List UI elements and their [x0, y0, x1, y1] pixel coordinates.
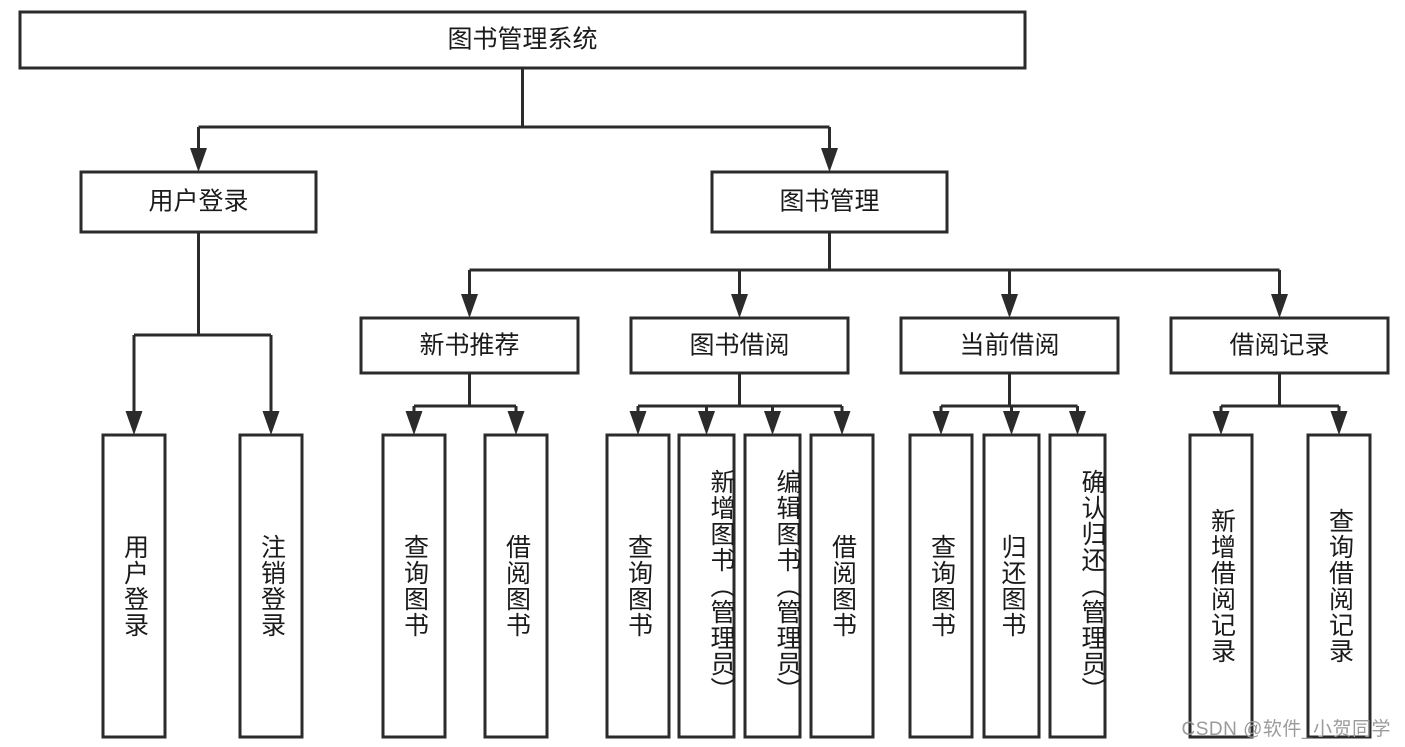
- arrowhead-borrow-to-leaf1: [629, 411, 647, 435]
- node-current-borrow-label: 当前借阅: [959, 332, 1059, 360]
- arrowhead-current-to-leaf2: [1003, 411, 1020, 435]
- node-borrow-record-box[interactable]: [1169, 316, 1390, 375]
- node-user-login-label: 用户登录: [148, 188, 248, 216]
- arrowhead-bookmgmt-to-newbook: [461, 294, 478, 318]
- node-book-management-box[interactable]: [710, 170, 949, 234]
- arrowhead-userlogin-to-leaf2: [262, 411, 280, 435]
- node-book-borrow[interactable]: 图书借阅: [629, 316, 850, 375]
- leaf-boxes-layer: [101, 433, 1372, 739]
- arrowhead-root-to-book-mgmt: [821, 148, 838, 172]
- leaf-box-confirm-return-admin[interactable]: [1048, 433, 1107, 739]
- node-book-borrow-box[interactable]: [629, 316, 850, 375]
- arrowhead-userlogin-to-leaf1: [125, 411, 143, 435]
- leaf-box-logout[interactable]: [238, 433, 304, 739]
- node-user-login[interactable]: 用户登录: [79, 170, 318, 234]
- node-user-login-box[interactable]: [79, 170, 318, 234]
- node-borrow-record-label: 借阅记录: [1229, 332, 1329, 360]
- arrowhead-borrow-to-leaf4: [833, 411, 851, 435]
- arrowhead-record-to-leaf1: [1212, 411, 1230, 435]
- arrowhead-bookmgmt-to-borrow: [731, 294, 748, 318]
- arrowhead-newbook-to-leaf2: [507, 411, 525, 435]
- leaf-box-query-book-current[interactable]: [908, 433, 974, 739]
- arrowhead-bookmgmt-to-current: [1001, 294, 1018, 318]
- arrowhead-borrow-to-leaf3: [764, 411, 781, 435]
- arrowhead-newbook-to-leaf1: [405, 411, 423, 435]
- node-borrow-record[interactable]: 借阅记录: [1169, 316, 1390, 375]
- leaf-box-return-book[interactable]: [982, 433, 1041, 739]
- leaf-box-user-login[interactable]: [101, 433, 167, 739]
- node-root-label: 图书管理系统: [447, 26, 597, 54]
- arrowhead-current-to-leaf1: [932, 411, 950, 435]
- leaf-box-add-borrow-record[interactable]: [1188, 433, 1254, 739]
- leaf-box-edit-book-admin[interactable]: [743, 433, 802, 739]
- node-root[interactable]: 图书管理系统: [18, 10, 1027, 70]
- node-book-management[interactable]: 图书管理: [710, 170, 949, 234]
- node-book-borrow-label: 图书借阅: [689, 332, 789, 360]
- node-book-management-label: 图书管理: [779, 188, 879, 216]
- leaf-box-borrow-book[interactable]: [809, 433, 875, 739]
- node-root-box[interactable]: [18, 10, 1027, 70]
- node-new-book-recommend-box[interactable]: [359, 316, 580, 375]
- arrowhead-root-to-user-login: [190, 148, 207, 172]
- node-new-book-recommend-label: 新书推荐: [419, 332, 519, 360]
- watermark-text: CSDN @软件_小贺同学: [1181, 719, 1391, 740]
- leaf-box-query-book-newbook[interactable]: [381, 433, 447, 739]
- arrowhead-current-to-leaf3: [1069, 411, 1086, 435]
- node-new-book-recommend[interactable]: 新书推荐: [359, 316, 580, 375]
- leaf-box-add-book-admin[interactable]: [677, 433, 736, 739]
- leaf-box-borrow-book-newbook[interactable]: [483, 433, 549, 739]
- node-current-borrow[interactable]: 当前借阅: [899, 316, 1120, 375]
- arrowhead-borrow-to-leaf2: [698, 411, 715, 435]
- arrowhead-bookmgmt-to-record: [1271, 294, 1288, 318]
- arrowhead-record-to-leaf2: [1330, 411, 1348, 435]
- leaf-box-query-borrow-record[interactable]: [1306, 433, 1372, 739]
- node-current-borrow-box[interactable]: [899, 316, 1120, 375]
- connectors-layer: [125, 68, 1348, 435]
- leaf-box-query-book-borrow[interactable]: [605, 433, 671, 739]
